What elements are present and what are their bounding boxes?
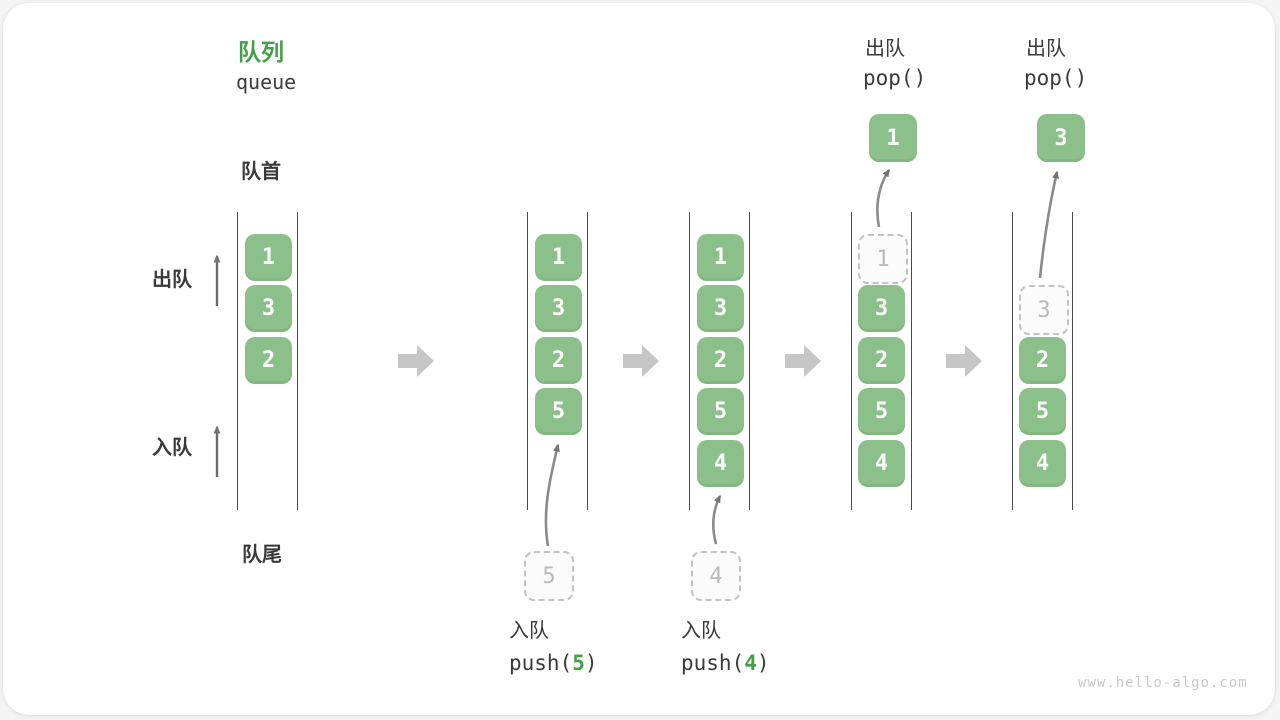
queue-item: 1 bbox=[245, 234, 292, 281]
queue-item: 2 bbox=[1019, 337, 1066, 384]
queue-item: 2 bbox=[535, 337, 582, 384]
queue-item: 5 bbox=[858, 388, 905, 435]
queue-item: 3 bbox=[858, 285, 905, 332]
push-op-label-zh: 入队 bbox=[509, 620, 549, 642]
pop-op-label-zh: 出队 bbox=[865, 38, 905, 60]
page-title: 队列 bbox=[238, 39, 284, 65]
queue-item: 3 bbox=[245, 285, 292, 332]
incoming-item-placeholder: 5 bbox=[524, 551, 574, 601]
queue-rails-state-1 bbox=[237, 212, 298, 510]
queue-front-label: 队首 bbox=[241, 161, 281, 183]
push-op-code: push(4) bbox=[681, 653, 770, 674]
queue-item: 4 bbox=[858, 440, 905, 487]
queue-item: 5 bbox=[535, 388, 582, 435]
diagram-card bbox=[3, 3, 1275, 715]
push-code-arg: 5 bbox=[572, 651, 585, 675]
queue-item: 1 bbox=[535, 234, 582, 281]
queue-rails-state-5 bbox=[1012, 212, 1073, 510]
queue-item: 1 bbox=[697, 234, 744, 281]
push-op-group: 入队 push(4) bbox=[681, 621, 770, 674]
queue-item: 3 bbox=[697, 285, 744, 332]
queue-item: 4 bbox=[1019, 440, 1066, 487]
push-op-group: 入队 push(5) bbox=[509, 621, 598, 674]
push-op-label-zh: 入队 bbox=[681, 620, 721, 642]
queue-rails-state-4 bbox=[851, 212, 912, 510]
pop-op-label-zh: 出队 bbox=[1026, 38, 1066, 60]
pop-op-code: pop() bbox=[863, 66, 927, 90]
removed-item-placeholder: 3 bbox=[1019, 285, 1069, 335]
dequeue-side-label: 出队 bbox=[152, 269, 192, 291]
queue-item: 2 bbox=[245, 337, 292, 384]
queue-rails-state-3 bbox=[689, 212, 750, 510]
push-code-open: push( bbox=[681, 651, 745, 675]
push-code-close: ) bbox=[756, 651, 770, 675]
watermark: www.hello-algo.com bbox=[1078, 675, 1248, 691]
push-code-arg: 4 bbox=[744, 651, 757, 675]
popped-item: 1 bbox=[869, 114, 917, 162]
queue-item: 4 bbox=[697, 440, 744, 487]
queue-item: 2 bbox=[697, 337, 744, 384]
queue-item: 5 bbox=[1019, 388, 1066, 435]
popped-item: 3 bbox=[1037, 114, 1085, 162]
incoming-item-placeholder: 4 bbox=[691, 551, 741, 601]
page-subtitle: queue bbox=[236, 70, 297, 94]
queue-item: 3 bbox=[535, 285, 582, 332]
queue-rails-state-2 bbox=[527, 212, 588, 510]
removed-item-placeholder: 1 bbox=[858, 234, 908, 284]
pop-op-code: pop() bbox=[1024, 66, 1088, 90]
queue-item: 5 bbox=[697, 388, 744, 435]
queue-item: 2 bbox=[858, 337, 905, 384]
push-code-close: ) bbox=[584, 651, 598, 675]
queue-rear-label: 队尾 bbox=[242, 544, 282, 566]
enqueue-side-label: 入队 bbox=[152, 437, 192, 459]
push-code-open: push( bbox=[509, 651, 573, 675]
push-op-code: push(5) bbox=[509, 653, 598, 674]
